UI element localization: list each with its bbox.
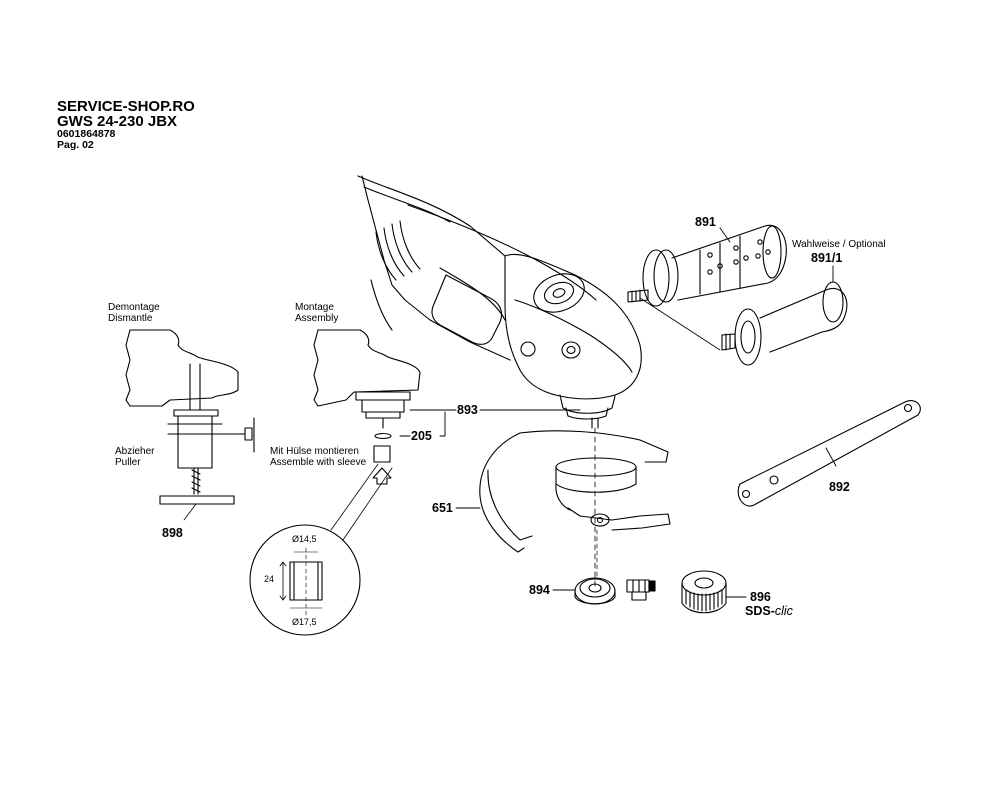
label-abzieher: Abzieher bbox=[115, 446, 155, 457]
dim-length: 24 bbox=[264, 574, 275, 584]
wrench-892 bbox=[738, 401, 920, 506]
part-891: 891 bbox=[695, 215, 716, 229]
part-896: 896 bbox=[750, 590, 771, 604]
label-demontage: Demontage bbox=[108, 302, 160, 313]
label-assembly: Assembly bbox=[295, 313, 339, 324]
label-montage: Montage bbox=[295, 302, 334, 313]
sds-prefix: SDS- bbox=[745, 604, 775, 618]
part-894: 894 bbox=[529, 583, 550, 597]
part-205: 205 bbox=[411, 429, 432, 443]
label-mit-huelse: Mit Hülse montieren bbox=[270, 446, 359, 457]
leader-lines bbox=[400, 228, 836, 597]
grinder-body bbox=[358, 176, 641, 428]
side-handle-891 bbox=[628, 225, 786, 350]
dismantle-drawing bbox=[126, 330, 254, 520]
dim-outer-diameter: Ø17,5 bbox=[292, 617, 317, 627]
article-number: 0601864878 bbox=[57, 128, 116, 140]
label-assemble-sleeve: Assemble with sleeve bbox=[270, 457, 367, 468]
label-wahlweise: Wahlweise / Optional bbox=[792, 239, 886, 250]
assembly-drawing bbox=[314, 330, 420, 484]
model-title: GWS 24-230 JBX bbox=[57, 113, 178, 130]
sds-suffix: clic bbox=[774, 604, 793, 618]
sds-clic-label: SDS-clic bbox=[745, 605, 793, 618]
part-891-1: 891/1 bbox=[811, 251, 843, 265]
optional-handle-891-1 bbox=[722, 282, 847, 365]
label-dismantle: Dismantle bbox=[108, 313, 153, 324]
flange-894 bbox=[575, 578, 615, 604]
part-651: 651 bbox=[432, 501, 453, 515]
shop-title: SERVICE-SHOP.RO bbox=[57, 98, 195, 115]
sds-key bbox=[627, 580, 655, 600]
dim-inner-diameter: Ø14,5 bbox=[292, 534, 317, 544]
label-puller: Puller bbox=[115, 457, 141, 468]
sds-clic-nut-896 bbox=[682, 571, 726, 613]
part-893: 893 bbox=[457, 403, 478, 417]
part-898: 898 bbox=[162, 526, 183, 540]
page-number: Pag. 02 bbox=[57, 139, 94, 151]
part-892: 892 bbox=[829, 480, 850, 494]
guard-651 bbox=[480, 431, 670, 552]
sleeve-detail bbox=[250, 464, 392, 635]
